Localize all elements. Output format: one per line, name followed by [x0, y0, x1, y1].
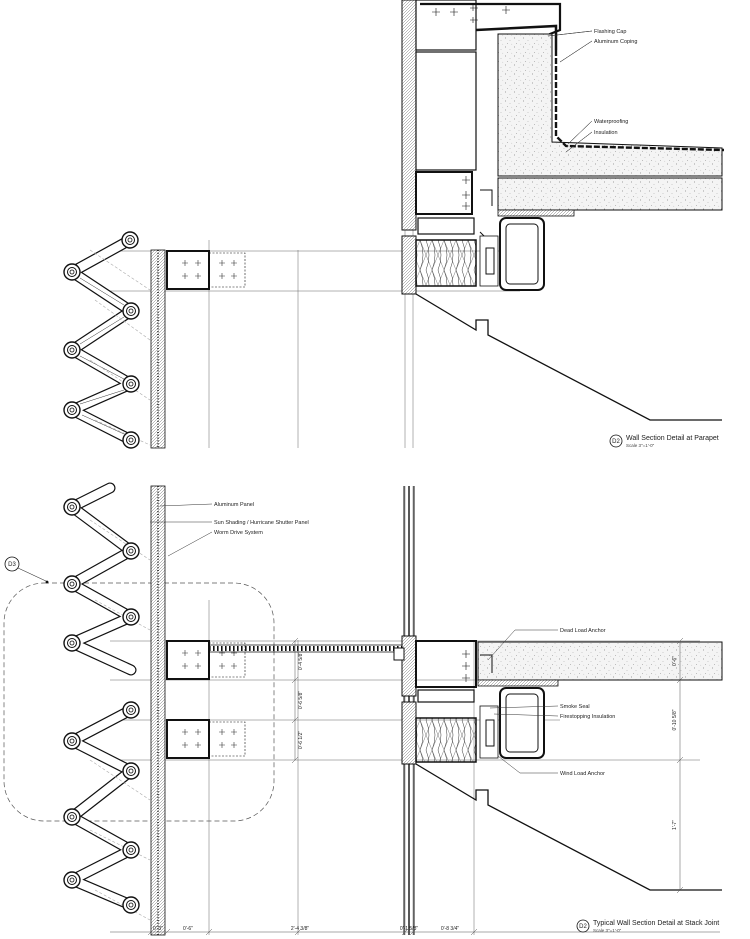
top-detail: Flashing Cap Aluminum Coping Waterproofi…: [63, 0, 725, 449]
top-tube-steel: [499, 217, 545, 291]
label-wind-load-anchor: Wind Load Anchor: [560, 771, 605, 777]
dim-bottom-2: 0'-6": [183, 926, 193, 932]
top-shutter-zigzag: [66, 234, 151, 446]
bottom-panel-box-2: [166, 719, 246, 759]
bottom-shutter-zigzag: [66, 482, 151, 921]
top-mullion: [150, 249, 166, 449]
bottom-tube-steel: [499, 687, 545, 759]
bottom-scale: Scale 3"=1'-0": [593, 928, 622, 933]
bottom-detail: D3: [3, 482, 723, 936]
dim-right-1: 0'-6": [672, 656, 678, 666]
label-sun-shading-panel: Sun Shading / Hurricane Shutter Panel: [214, 520, 309, 526]
top-slab: [497, 177, 723, 211]
dim-right-3: 1'-7": [672, 820, 678, 830]
top-panel-box: [166, 250, 246, 290]
dim-bottom-3: 2'-4 3/8": [291, 926, 310, 932]
bottom-pivot-icons: [63, 498, 140, 914]
bottom-title: Typical Wall Section Detail at Stack Joi…: [593, 920, 719, 927]
svg-text:D2: D2: [579, 924, 587, 930]
dim-bottom-4: 0'-1 5/8": [400, 926, 419, 932]
label-firestopping: Firestopping Insulation: [560, 714, 615, 720]
top-soffit: [415, 293, 722, 421]
top-parapet-concrete: [497, 33, 723, 177]
svg-text:D2: D2: [612, 439, 620, 445]
label-insulation: Insulation: [594, 130, 618, 136]
dim-bottom-5: 0'-8 3/4": [441, 926, 460, 932]
top-title: Wall Section Detail at Parapet: [626, 435, 719, 442]
label-dead-load-anchor: Dead Load Anchor: [560, 628, 606, 634]
dim-right-2: 0'-10 5/8": [672, 709, 678, 730]
d3-tag-icon: [4, 556, 20, 572]
worm-drive-system: [209, 644, 402, 653]
top-wall: [401, 0, 478, 295]
label-worm-drive: Worm Drive System: [214, 530, 263, 536]
label-flashing-cap: Flashing Cap: [594, 29, 626, 35]
d3-callout-boundary: [3, 582, 275, 822]
bottom-wall: [393, 486, 477, 935]
top-waterproofing: [554, 50, 725, 152]
dim-vertical-3: 0'-6 1/2": [298, 731, 304, 750]
top-title-block: D2 Wall Section Detail at Parapet Scale …: [609, 434, 719, 448]
label-aluminum-panel: Aluminum Panel: [214, 502, 254, 508]
dim-vertical-2: 0'-6 5/8": [298, 691, 304, 710]
top-pivot-icons: [63, 231, 140, 449]
bottom-soffit: [415, 763, 722, 891]
label-waterproofing: Waterproofing: [594, 119, 628, 125]
top-scale: Scale 3"=1'-0": [626, 443, 655, 448]
bottom-slab: [477, 641, 723, 681]
label-aluminum-coping: Aluminum Coping: [594, 39, 637, 45]
dim-bottom-1: 0'-3": [153, 926, 163, 932]
bottom-title-block: D2 Typical Wall Section Detail at Stack …: [576, 919, 719, 933]
label-smoke-seal: Smoke Seal: [560, 704, 590, 710]
svg-text:D3: D3: [8, 562, 16, 568]
dim-vertical-1: 0'-4 5/8": [298, 652, 304, 671]
bottom-mullion: [150, 485, 166, 936]
